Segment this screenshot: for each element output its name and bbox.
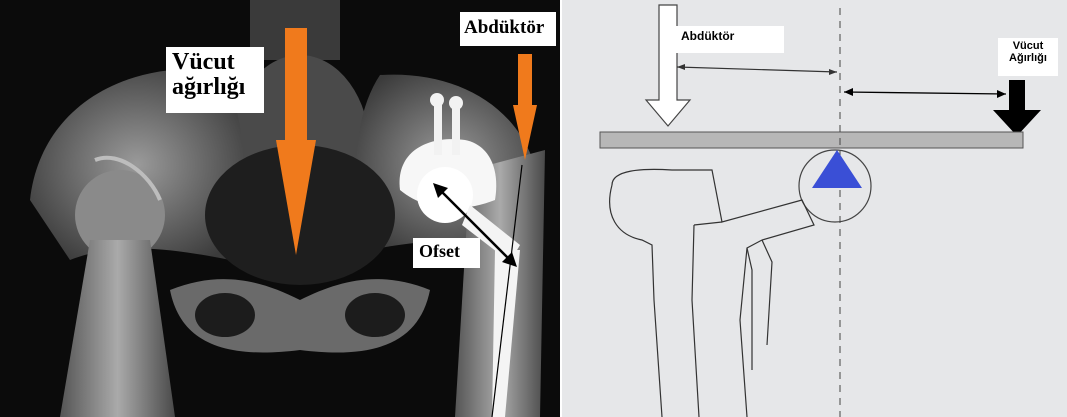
body-weight-label-line2: ağırlığı: [172, 75, 258, 100]
body-weight-arrow-shaft: [285, 28, 307, 148]
pelvis-xray-panel: Vücut ağırlığı Abdüktör Ofset: [0, 0, 560, 417]
body-weight-label: Vücut ağırlığı: [166, 47, 264, 113]
pelvis-xray-illustration: [0, 0, 560, 417]
lever-diagram-drawing: [562, 0, 1067, 417]
body-weight-label-diagram-line1: Vücut: [1002, 41, 1054, 53]
body-weight-label-diagram-line2: Ağırlığı: [1002, 53, 1054, 65]
lever-diagram-panel: Abdüktör Vücut Ağırlığı: [562, 0, 1067, 417]
abductor-label: Abdüktör: [460, 12, 556, 46]
lever-beam: [600, 132, 1023, 148]
body-weight-label-diagram: Vücut Ağırlığı: [998, 38, 1058, 76]
abductor-label-diagram: Abdüktör: [676, 26, 784, 53]
body-weight-label-line1: Vücut: [172, 50, 258, 75]
abductor-arrow-shaft: [518, 54, 532, 110]
offset-label: Ofset: [413, 238, 480, 268]
